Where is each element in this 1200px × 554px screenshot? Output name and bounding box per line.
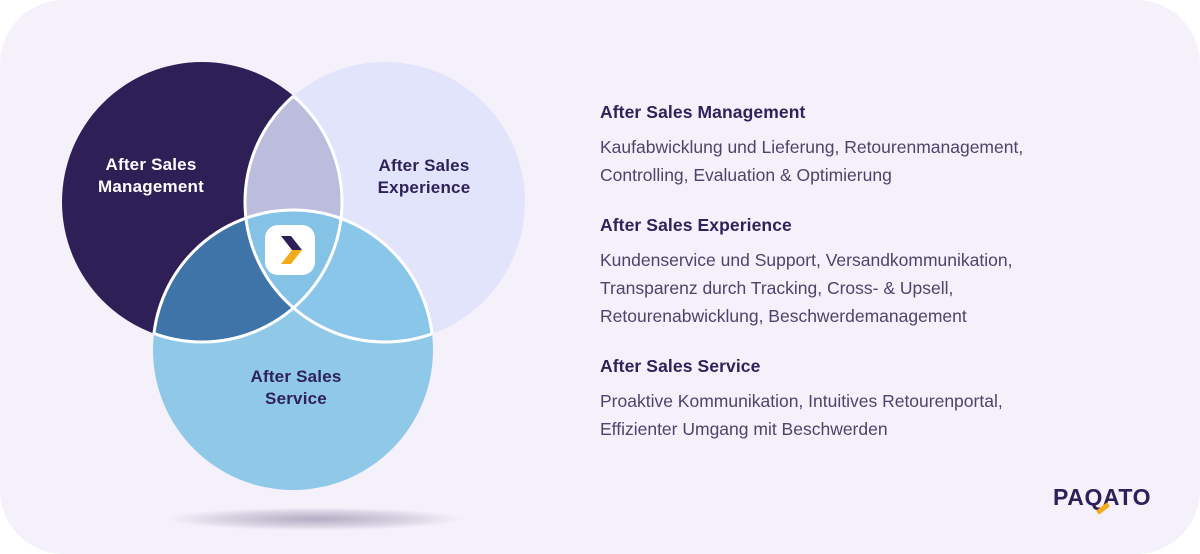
section-title: After Sales Service xyxy=(600,356,761,376)
venn-circles-svg xyxy=(62,62,525,490)
venn-diagram: After Sales Management After Sales Exper… xyxy=(55,55,535,495)
section-title: After Sales Experience xyxy=(600,215,792,235)
outline-experience-arc xyxy=(243,62,433,344)
section-after-sales-experience: After Sales Experience Kundenservice und… xyxy=(600,215,1145,330)
venn-label-management: After Sales Management xyxy=(98,155,204,196)
section-body: Proaktive Kommunikation, Intuitives Reto… xyxy=(600,391,1003,439)
paqato-app-icon xyxy=(265,225,315,275)
paqato-logo: PAQATO xyxy=(1053,484,1173,524)
section-after-sales-service: After Sales Service Proaktive Kommunikat… xyxy=(600,356,1145,443)
section-body: Kundenservice und Support, Versandkommun… xyxy=(600,250,1013,326)
chevron-bottom-beam xyxy=(281,250,302,264)
venn-shadow xyxy=(110,503,520,535)
section-after-sales-management: After Sales Management Kaufabwicklung un… xyxy=(600,102,1145,189)
paqato-chevron-icon xyxy=(281,236,302,264)
chevron-top-beam xyxy=(281,236,302,250)
description-column: After Sales Management Kaufabwicklung un… xyxy=(600,102,1145,469)
section-body: Kaufabwicklung und Lieferung, Retourenma… xyxy=(600,137,1024,185)
outline-service-arc xyxy=(151,208,435,342)
venn-label-experience: After Sales Experience xyxy=(377,156,471,197)
outline-management-arc xyxy=(153,62,344,344)
section-title: After Sales Management xyxy=(600,102,806,122)
venn-label-service: After Sales Service xyxy=(250,367,342,408)
